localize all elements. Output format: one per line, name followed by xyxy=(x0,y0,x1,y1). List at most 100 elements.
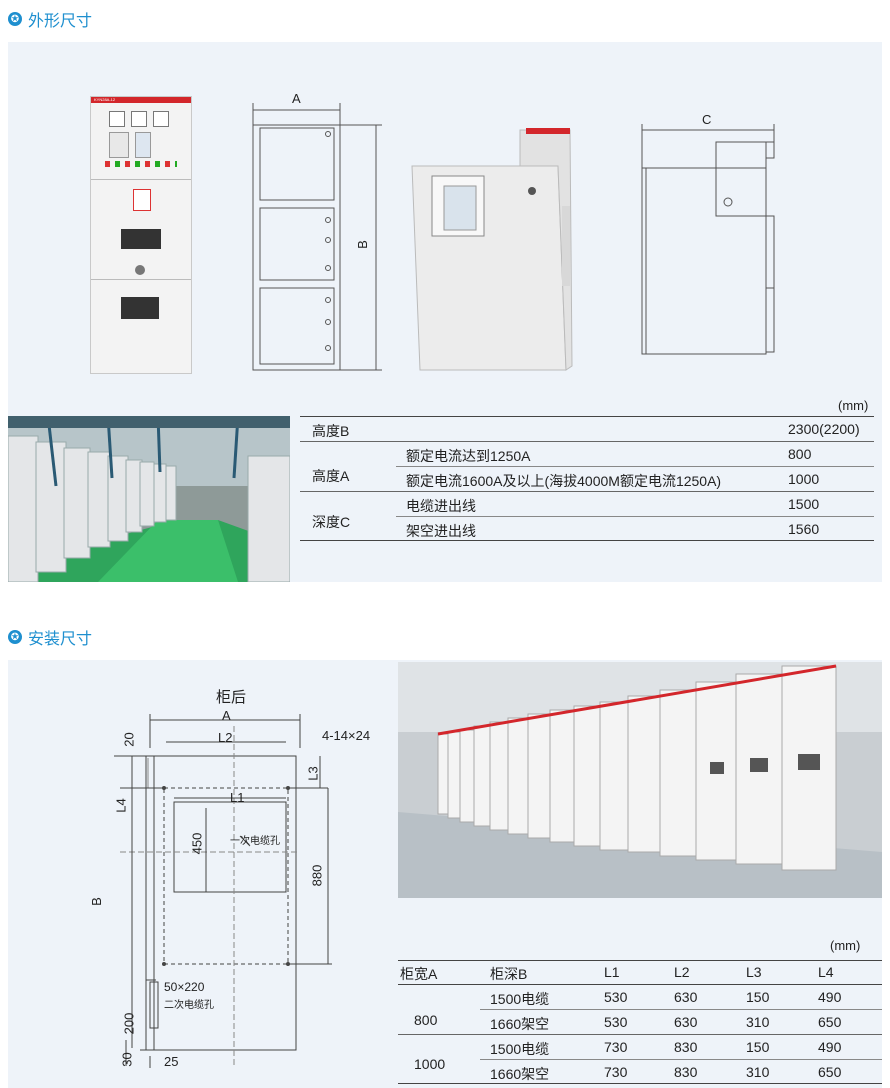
table-bottom-border xyxy=(300,540,874,541)
operating-knob xyxy=(135,265,145,275)
install-row-2-l4: 650 xyxy=(818,1014,842,1030)
install-dim-b: B xyxy=(88,897,104,906)
meter-2 xyxy=(131,111,147,127)
install-row-1-depth: 1500电缆 xyxy=(490,991,550,1007)
exterior-row-3-value: 1000 xyxy=(788,471,820,487)
install-row-4-l4: 650 xyxy=(818,1064,842,1080)
install-row-3-l2: 830 xyxy=(674,1039,698,1055)
front-dimension-drawing xyxy=(252,103,382,371)
install-row-2-l3: 310 xyxy=(746,1014,770,1030)
install-row-2-l2: 630 xyxy=(674,1014,698,1030)
install-primary-hole: 一次电缆孔 xyxy=(230,836,280,847)
exterior-row-4-desc: 电缆进出线 xyxy=(406,498,476,514)
table-top-border xyxy=(300,416,874,417)
install-row-2-width: 800 xyxy=(414,1012,438,1028)
install-secondary-size: 50×220 xyxy=(164,980,205,994)
install-row-1-l2: 630 xyxy=(674,989,698,1005)
install-dim-a: A xyxy=(222,708,231,723)
install-dim-l3: L3 xyxy=(305,766,321,781)
exterior-section-title: ✪ 外形尺寸 xyxy=(8,8,92,30)
install-dim-20: 20 xyxy=(121,732,137,747)
panel-divider-2 xyxy=(91,279,191,280)
factory-photo-2 xyxy=(398,662,882,898)
exterior-row-1-group: 高度B xyxy=(312,423,350,439)
install-header-depth: 柜深B xyxy=(490,966,528,982)
install-row-1-l3: 150 xyxy=(746,989,770,1005)
install-row-2-depth: 1660架空 xyxy=(490,1016,550,1032)
dim-c-label: C xyxy=(702,112,712,127)
install-dimension-drawing xyxy=(114,714,332,1068)
star-icon: ✪ xyxy=(8,630,22,644)
install-row-divider-3 xyxy=(480,1059,882,1060)
install-row-4-l2: 830 xyxy=(674,1064,698,1080)
cabinet-front-image: KYN28A-12 xyxy=(90,96,192,374)
install-row-3-l1: 730 xyxy=(604,1039,628,1055)
exterior-table-unit: (mm) xyxy=(838,398,869,413)
row-divider-3 xyxy=(300,491,874,492)
exterior-row-3-desc: 额定电流1600A及以上(海拔4000M额定电流1250A) xyxy=(406,473,722,489)
install-dim-880: 880 xyxy=(309,864,325,887)
factory-photo-1 xyxy=(8,416,290,582)
row-divider-4 xyxy=(396,516,874,517)
star-icon: ✪ xyxy=(8,12,22,26)
viewing-window xyxy=(121,297,159,319)
install-row-4-l3: 310 xyxy=(746,1064,770,1080)
install-dim-l4: L4 xyxy=(113,798,129,813)
side-dimension-drawing xyxy=(641,124,775,355)
install-dim-holes: 4-14×24 xyxy=(322,728,371,743)
install-table-unit: (mm) xyxy=(830,938,861,953)
indicator-lights xyxy=(105,161,177,167)
relay-display xyxy=(135,132,151,158)
meter-1 xyxy=(109,111,125,127)
install-dim-l2: L2 xyxy=(218,730,233,745)
meter-3 xyxy=(153,111,169,127)
install-row-3-l3: 150 xyxy=(746,1039,770,1055)
install-row-2-l1: 530 xyxy=(604,1014,628,1030)
install-row-1-l4: 490 xyxy=(818,989,842,1005)
install-header-l1: L1 xyxy=(604,964,620,980)
warning-sign xyxy=(133,189,151,211)
exterior-row-2-desc: 额定电流达到1250A xyxy=(406,448,531,464)
install-header-bottom-border xyxy=(398,984,882,985)
install-table-bottom-border xyxy=(398,1083,882,1084)
install-drawing-title: 柜后 xyxy=(216,689,247,706)
cabinet-top-bar xyxy=(91,97,191,103)
install-dim-30: 30 xyxy=(119,1052,135,1067)
install-header-l4: L4 xyxy=(818,964,834,980)
exterior-row-5-desc: 架空进出线 xyxy=(406,523,476,539)
dim-b-label: B xyxy=(354,240,370,249)
exterior-title-text: 外形尺寸 xyxy=(28,13,93,30)
row-divider-2 xyxy=(396,466,874,467)
install-header-top-border xyxy=(398,960,882,961)
install-row-divider-1 xyxy=(480,1009,882,1010)
install-dim-l1: L1 xyxy=(230,790,245,805)
install-header-width: 柜宽A xyxy=(400,966,438,982)
install-dim-200: 200 xyxy=(121,1012,137,1035)
exterior-row-2-value: 800 xyxy=(788,446,812,462)
relay-panel xyxy=(109,132,129,158)
install-row-4-depth: 1660架空 xyxy=(490,1066,550,1082)
install-header-l2: L2 xyxy=(674,964,690,980)
install-row-1-l1: 530 xyxy=(604,989,628,1005)
install-row-4-width: 1000 xyxy=(414,1056,446,1072)
exterior-row-1-value: 2300(2200) xyxy=(788,421,860,437)
install-header-l3: L3 xyxy=(746,964,762,980)
exterior-row-5-value: 1560 xyxy=(788,521,820,537)
panel-divider-1 xyxy=(91,179,191,180)
install-row-divider-2 xyxy=(398,1034,882,1035)
breaker-window xyxy=(121,229,161,249)
install-section-title: ✪ 安装尺寸 xyxy=(8,626,92,648)
cabinet-brand-label: KYN28A-12 xyxy=(94,97,116,102)
install-dim-450: 450 xyxy=(189,832,205,855)
exterior-row-4-group: 深度C xyxy=(312,514,351,530)
dim-a-label: A xyxy=(292,91,301,106)
install-row-4-l1: 730 xyxy=(604,1064,628,1080)
install-dim-25: 25 xyxy=(164,1054,179,1069)
install-secondary-hole: 二次电缆孔 xyxy=(164,1000,214,1011)
exterior-row-2-group: 高度A xyxy=(312,468,350,484)
cabinet-side-image xyxy=(411,128,573,371)
install-table: 柜宽A 柜深B L1 L2 L3 L4 1500电缆 530 630 150 4… xyxy=(398,960,882,1084)
install-row-3-depth: 1500电缆 xyxy=(490,1041,550,1057)
install-row-3-l4: 490 xyxy=(818,1039,842,1055)
install-title-text: 安装尺寸 xyxy=(28,631,93,648)
